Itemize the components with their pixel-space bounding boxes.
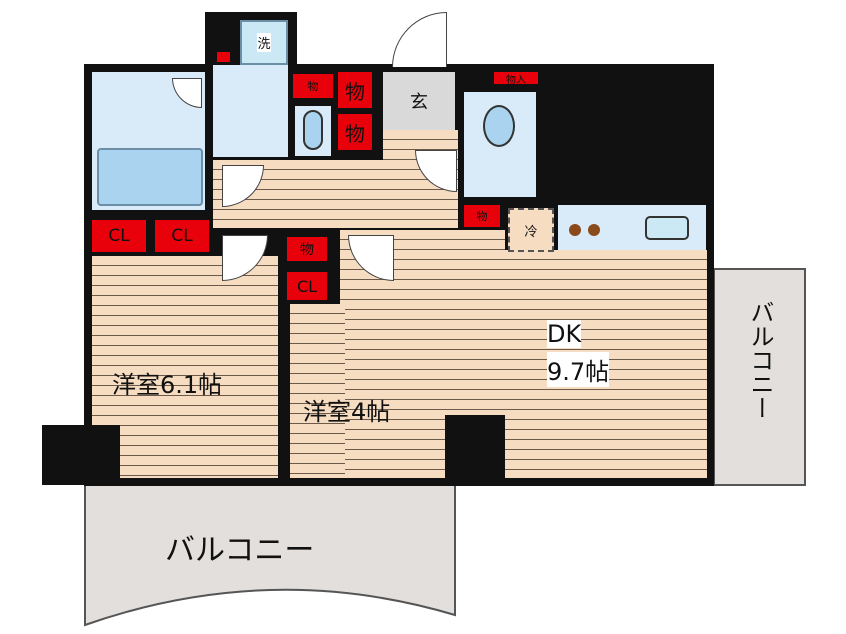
toilet xyxy=(483,105,515,147)
fridge-label: 冷 xyxy=(524,224,538,240)
washer-space: 洗 xyxy=(240,20,288,65)
balcony-bottom-label: バルコニー xyxy=(165,533,315,568)
washer-label: 洗 xyxy=(257,33,271,52)
storage-label: 物 xyxy=(300,242,314,258)
western-room-6-1-label: 洋室6.1帖 xyxy=(112,371,223,399)
small-red-block xyxy=(217,52,230,62)
closet-label: CL xyxy=(108,226,130,246)
pillar-left xyxy=(42,425,120,485)
pillar-center xyxy=(445,415,505,483)
stove-burner xyxy=(569,224,581,236)
kitchen-sink xyxy=(645,216,689,240)
storage-lower[interactable]: 物 xyxy=(338,114,372,150)
closet-2[interactable]: CL xyxy=(155,220,209,252)
storage-small[interactable]: 物 xyxy=(293,74,333,98)
stove-burner xyxy=(588,224,600,236)
storage-label: 物 xyxy=(345,79,365,104)
storage-kitchen[interactable]: 物 xyxy=(464,205,500,227)
storage-in-label: 物入 xyxy=(506,74,526,86)
closet-3[interactable]: CL xyxy=(287,272,327,300)
entrance: 玄 xyxy=(383,72,455,130)
balcony-bottom-shape xyxy=(84,482,456,627)
storage-in[interactable]: 物入 xyxy=(494,72,538,86)
storage-label: 物 xyxy=(345,121,365,146)
entrance-label: 玄 xyxy=(410,92,428,113)
closet-label: CL xyxy=(296,276,318,296)
balcony-right-label: バルコニー xyxy=(746,300,774,420)
closet-1[interactable]: CL xyxy=(92,220,146,252)
closet-label: CL xyxy=(171,226,193,246)
storage-mid[interactable]: 物 xyxy=(287,237,327,261)
western-room-4-label: 洋室4帖 xyxy=(303,398,391,426)
storage-label: 物 xyxy=(476,210,488,223)
washroom xyxy=(213,65,288,157)
sink-basin xyxy=(303,110,323,150)
western-room-6-1 xyxy=(92,256,278,478)
storage-label: 物 xyxy=(307,80,319,93)
dk-label-line1: DK xyxy=(547,320,582,348)
storage-upper[interactable]: 物 xyxy=(338,72,372,108)
balcony-right xyxy=(713,268,806,486)
dk-label-line2: 9.7帖 xyxy=(547,352,610,387)
bathtub xyxy=(97,148,203,206)
fridge-space: 冷 xyxy=(508,208,554,252)
